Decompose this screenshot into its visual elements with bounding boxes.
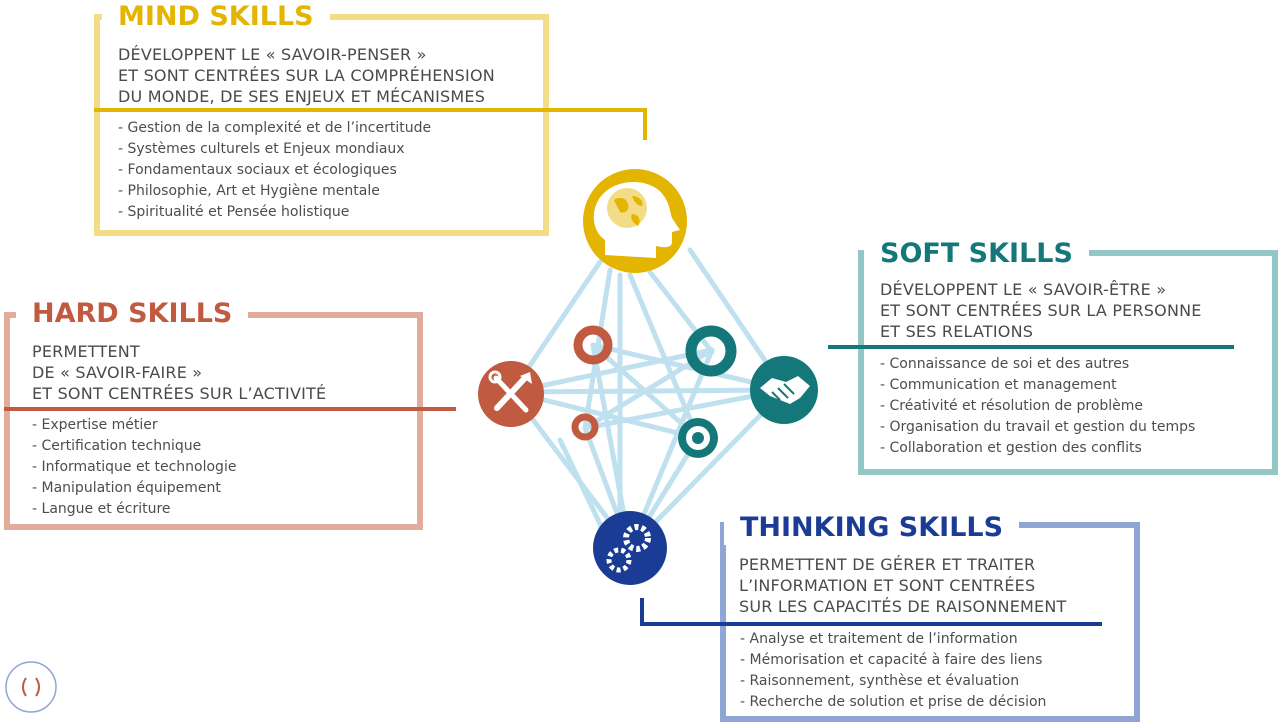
hard-skills-title: HARD SKILLS (16, 297, 249, 331)
list-item: Recherche de solution et prise de décisi… (740, 692, 1047, 713)
mind-skills-list: Gestion de la complexité et de l’incerti… (118, 118, 432, 223)
node-ring-hard-2 (571, 413, 599, 441)
thinking-skills-list: Analyse et traitement de l’information M… (740, 629, 1047, 713)
node-ring-soft-2-dot (692, 432, 704, 444)
list-item: Systèmes culturels et Enjeux mondiaux (118, 139, 431, 160)
list-item: Raisonnement, synthèse et évaluation (740, 671, 1046, 692)
soft-skills-rule (828, 345, 1234, 349)
soft-skills-subtitle: DÉVELOPPENT LE « SAVOIR-ÊTRE » ET SONT C… (880, 280, 1202, 341)
logo-icon (5, 661, 57, 713)
list-item: Langue et écriture (32, 499, 236, 520)
thinking-skills-connector (640, 598, 644, 626)
mind-skills-subtitle: DÉVELOPPENT LE « SAVOIR-PENSER » ET SONT… (118, 45, 495, 106)
list-item: Spiritualité et Pensée holistique (118, 202, 431, 223)
node-ring-hard-1 (573, 325, 613, 365)
list-item: Philosophie, Art et Hygiène mentale (118, 181, 431, 202)
thinking-skills-title: THINKING SKILLS (724, 511, 1020, 545)
tools-icon (478, 361, 544, 427)
list-item: Fondamentaux sociaux et écologiques (118, 160, 431, 181)
list-item: Informatique et technologie (32, 457, 237, 478)
list-item: Manipulation équipement (32, 478, 236, 499)
network-lines (509, 247, 788, 551)
list-item: Expertise métier (32, 415, 236, 436)
list-item: Communication et management (880, 375, 1195, 396)
mind-skills-title: MIND SKILLS (102, 0, 330, 34)
list-item: Analyse et traitement de l’information (740, 629, 1046, 650)
hard-skills-subtitle: PERMETTENT DE « SAVOIR-FAIRE » ET SONT C… (32, 342, 327, 403)
thinking-skills-rule (640, 622, 1102, 626)
list-item: Mémorisation et capacité à faire des lie… (740, 650, 1046, 671)
thinking-skills-subtitle: PERMETTENT DE GÉRER ET TRAITER L’INFORMA… (739, 555, 1067, 616)
hard-skills-rule (4, 407, 456, 411)
hard-skills-list: Expertise métier Certification technique… (32, 415, 237, 520)
list-item: Gestion de la complexité et de l’incerti… (118, 118, 432, 139)
mind-skills-rule (94, 108, 647, 112)
list-item: Certification technique (32, 436, 236, 457)
soft-skills-list: Connaissance de soi et des autres Commun… (880, 354, 1196, 459)
gears-icon (593, 511, 667, 585)
head-globe-icon (583, 169, 687, 273)
soft-skills-title: SOFT SKILLS (864, 237, 1089, 271)
handshake-icon (750, 356, 818, 424)
list-item: Créativité et résolution de problème (880, 396, 1195, 417)
list-item: Collaboration et gestion des conflits (880, 438, 1195, 459)
list-item: Connaissance de soi et des autres (880, 354, 1195, 375)
list-item: Organisation du travail et gestion du te… (880, 417, 1196, 438)
mind-skills-connector (643, 108, 647, 140)
node-ring-soft-1 (685, 325, 737, 377)
